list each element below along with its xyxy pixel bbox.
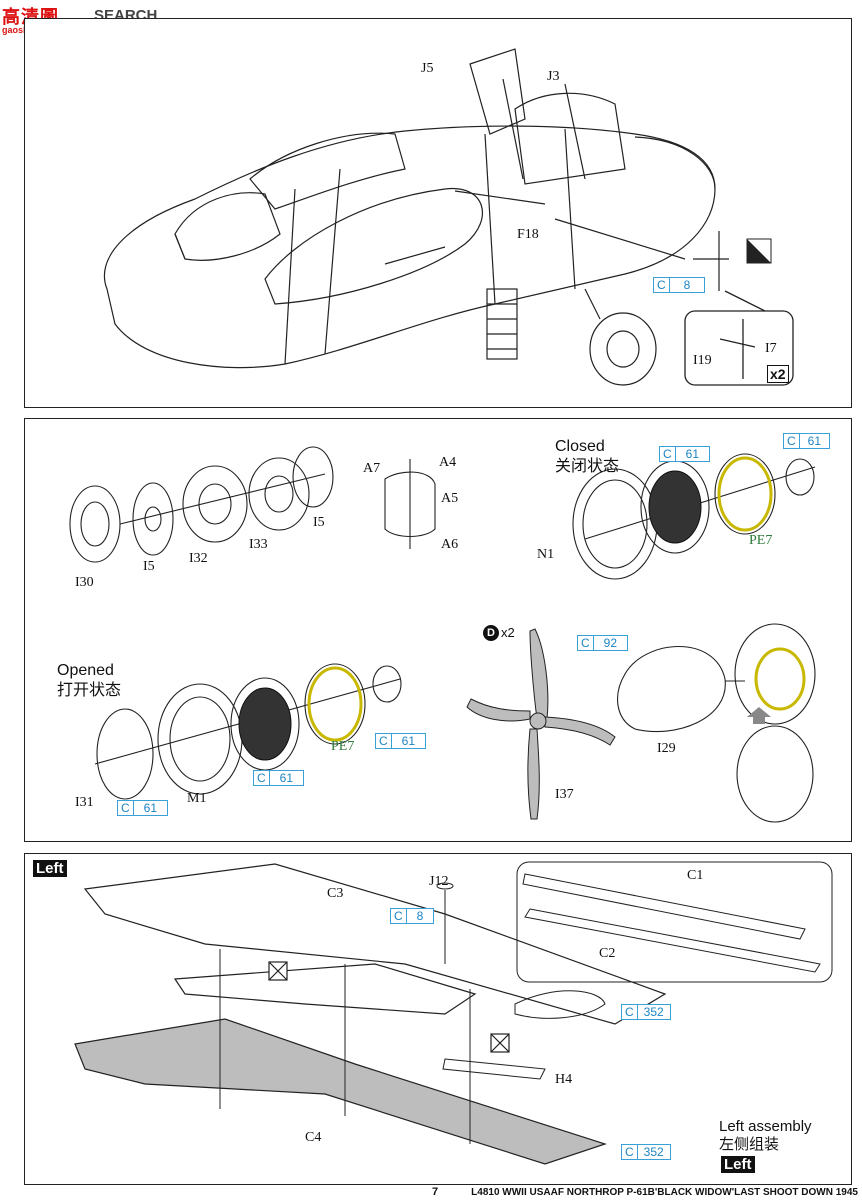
label-a6: A6 — [441, 537, 459, 552]
label-pe7-a: PE7 — [749, 533, 773, 548]
label-pe7-b: PE7 — [331, 739, 355, 754]
opened-state-cn: 打开状态 — [57, 682, 122, 699]
color-ref-code: C — [784, 434, 800, 448]
color-ref-number: 61 — [279, 771, 294, 785]
color-ref-number: 61 — [143, 801, 158, 815]
color-ref-number: 92 — [603, 636, 618, 650]
page-number: 7 — [432, 1186, 439, 1198]
left-badge-top: Left — [33, 860, 67, 877]
color-ref-c92: C 92 — [577, 635, 629, 651]
color-ref-code: C — [660, 447, 676, 461]
color-ref-c352-a: C 352 — [621, 1004, 671, 1020]
step-panel-left-wing: Left C3 J12 C 8 C1 C2 C 352 H4 C4 C 352 … — [24, 853, 852, 1185]
left-badge-bottom: Left — [721, 1156, 755, 1173]
label-c2: C2 — [599, 946, 616, 961]
label-a5: A5 — [441, 491, 459, 506]
color-ref-code: C — [391, 909, 407, 923]
label-c4: C4 — [305, 1130, 322, 1145]
label-i30: I30 — [75, 575, 94, 590]
color-ref-c61-c: C 61 — [117, 800, 169, 816]
color-ref-c8: C 8 — [653, 277, 706, 293]
color-ref-c61-e: C 61 — [375, 733, 427, 749]
color-ref-code: C — [376, 734, 392, 748]
label-i37: I37 — [555, 787, 574, 802]
opened-state-en: Opened — [57, 662, 114, 679]
label-c3: C3 — [327, 886, 344, 901]
fuselage-drawing — [103, 48, 794, 386]
footer-title: L4810 WWII USAAF NORTHROP P-61B'BLACK WI… — [471, 1187, 858, 1198]
color-ref-c61-a: C 61 — [659, 446, 711, 462]
left-assembly-title: Left assembly 左侧组装 — [719, 1118, 812, 1154]
label-i19: I19 — [693, 353, 712, 368]
color-ref-code: C — [578, 636, 594, 650]
color-ref-number: 61 — [685, 447, 700, 461]
label-i31: I31 — [75, 795, 94, 810]
marker-d-multiplier: x2 — [501, 625, 515, 640]
color-ref-number: 352 — [643, 1145, 664, 1159]
color-ref-number: 352 — [643, 1005, 664, 1019]
opened-state-title: Opened 打开状态 — [57, 661, 121, 701]
label-j12: J12 — [429, 874, 449, 889]
color-ref-code: C — [622, 1005, 638, 1019]
label-i5-a: I5 — [143, 559, 155, 574]
color-ref-c8-wing: C 8 — [390, 908, 435, 924]
label-a7: A7 — [363, 461, 381, 476]
engine-drawing — [69, 446, 816, 823]
closed-state-cn: 关闭状态 — [555, 458, 620, 475]
closed-state-title: Closed 关闭状态 — [555, 437, 619, 477]
multiplier-x2: x2 — [767, 365, 789, 383]
color-ref-c352-b: C 352 — [621, 1144, 671, 1160]
label-f18: F18 — [517, 227, 539, 242]
color-ref-code: C — [118, 801, 134, 815]
label-j5: J5 — [421, 61, 434, 76]
label-n1: N1 — [537, 547, 555, 562]
label-i33: I33 — [249, 537, 268, 552]
color-ref-number: 8 — [416, 909, 424, 923]
step-panel-engines: I30 I5 I32 I33 I5 A7 A4 A5 A6 Closed 关闭状… — [24, 418, 852, 842]
closed-state-en: Closed — [555, 438, 605, 455]
label-h4: H4 — [555, 1072, 573, 1087]
color-ref-c8-code: C — [654, 278, 670, 292]
color-ref-c61-b: C 61 — [783, 433, 831, 449]
color-ref-c8-number: 8 — [683, 278, 691, 292]
left-assembly-en: Left assembly — [719, 1118, 812, 1135]
label-a4: A4 — [439, 455, 457, 470]
label-j3: J3 — [547, 69, 560, 84]
marker-d: D — [483, 625, 499, 641]
color-ref-code: C — [254, 771, 270, 785]
label-i32: I32 — [189, 551, 208, 566]
label-i5-b: I5 — [313, 515, 325, 530]
color-ref-number: 61 — [401, 734, 416, 748]
wing-drawing — [74, 861, 833, 1165]
left-assembly-cn: 左侧组装 — [719, 1136, 780, 1153]
label-m1: M1 — [187, 791, 207, 806]
color-ref-code: C — [622, 1145, 638, 1159]
label-c1: C1 — [687, 868, 704, 883]
label-i7: I7 — [765, 341, 777, 356]
color-ref-number: 61 — [807, 434, 822, 448]
label-i29: I29 — [657, 741, 676, 756]
color-ref-c61-d: C 61 — [253, 770, 305, 786]
step-panel-fuselage: J5 J3 F18 I19 I7 C 8 x2 — [24, 18, 852, 408]
